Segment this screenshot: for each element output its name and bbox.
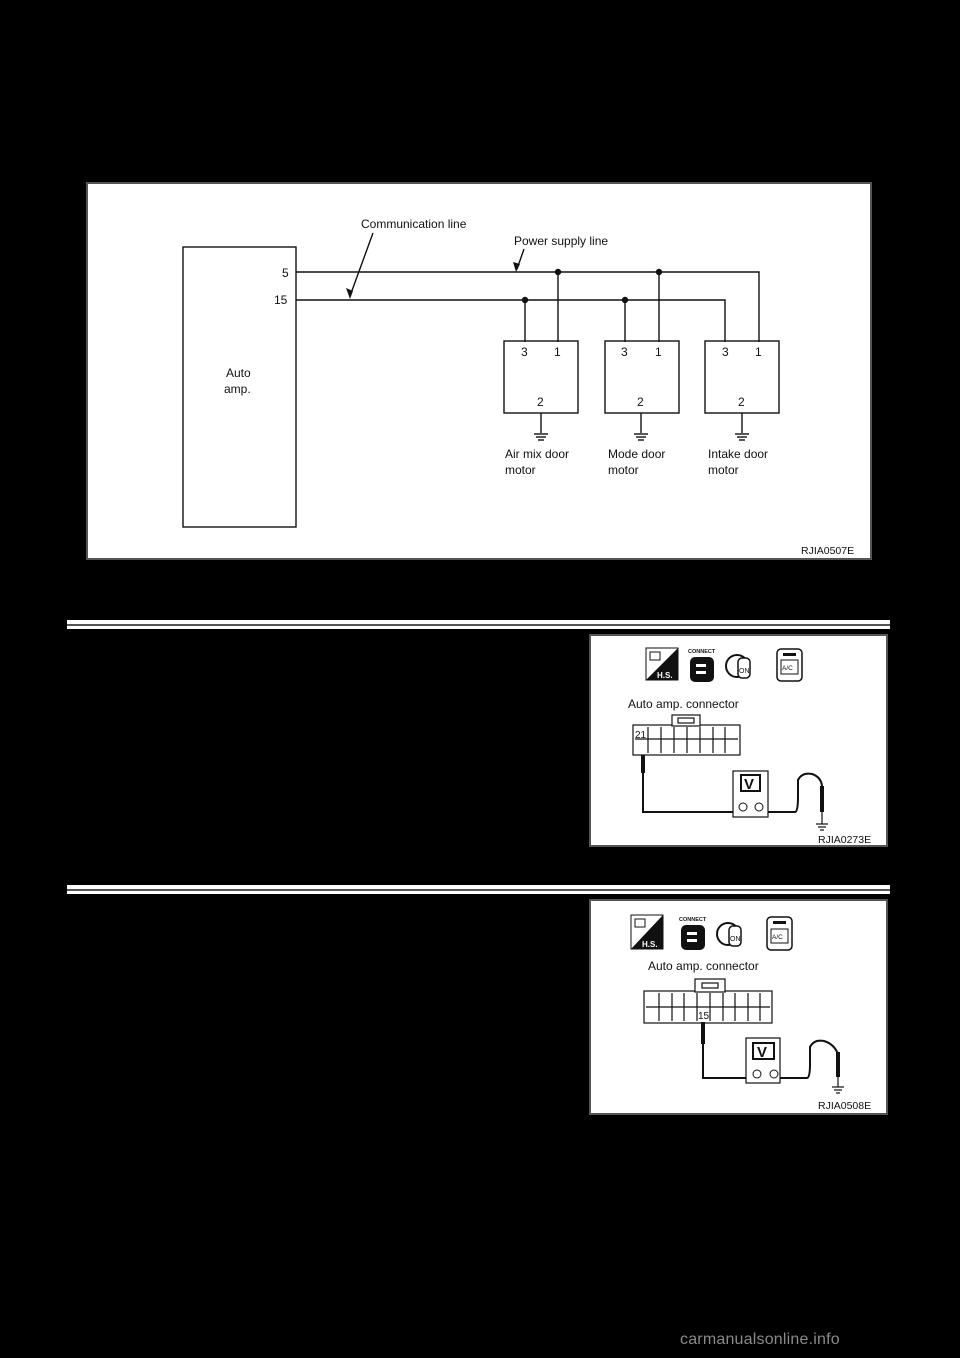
svg-text:CONNECT: CONNECT	[688, 649, 716, 655]
figure-id: RJIA0508E	[818, 1100, 871, 1112]
auto-amp-connector	[643, 978, 844, 1094]
auto-amp-connector	[632, 714, 828, 831]
svg-text:A/C: A/C	[772, 934, 783, 941]
svg-text:2: 2	[738, 395, 745, 409]
svg-text:1: 1	[755, 345, 762, 359]
voltage-check-figure-15: H.S. CONNECT ON A/C Auto amp. connector	[589, 899, 888, 1115]
power-supply-line-label: Power supply line	[514, 234, 608, 248]
ac-switch-icon: A/C	[766, 916, 793, 951]
auto-amp-label-1: Auto	[226, 366, 251, 380]
harness-disconnect-icon: H.S.	[645, 647, 679, 681]
connector-label: Auto amp. connector	[628, 697, 739, 711]
svg-text:ON: ON	[730, 936, 741, 943]
connect-icon: CONNECT	[679, 917, 707, 950]
ignition-on-icon: ON	[716, 922, 742, 947]
terminal-5-label: 5	[282, 266, 289, 280]
svg-text:ON: ON	[739, 668, 750, 675]
connector-label: Auto amp. connector	[648, 959, 759, 973]
svg-text:H.S.: H.S.	[642, 940, 658, 949]
auto-amp-label-2: amp.	[224, 382, 251, 396]
communication-line-label: Communication line	[361, 217, 467, 231]
svg-text:3: 3	[521, 345, 528, 359]
voltmeter-label: V	[757, 1044, 767, 1061]
ac-switch-icon: A/C	[776, 648, 803, 682]
watermark-link[interactable]: carmanualsonline.info	[680, 1331, 840, 1348]
svg-text:motor: motor	[708, 463, 739, 477]
figure-id: RJIA0273E	[818, 834, 871, 846]
svg-text:1: 1	[554, 345, 561, 359]
section-divider	[67, 885, 890, 894]
terminal-number: 15	[698, 1011, 710, 1022]
auto-amp-box	[182, 246, 297, 528]
voltmeter-label: V	[744, 776, 754, 793]
terminal-number: 21	[635, 730, 647, 741]
figure-id: RJIA0507E	[801, 545, 854, 557]
svg-text:1: 1	[655, 345, 662, 359]
svg-text:motor: motor	[505, 463, 536, 477]
section-divider	[67, 620, 890, 629]
svg-text:CONNECT: CONNECT	[679, 917, 707, 923]
wiring-diagram: Communication line Power supply line 5 1…	[182, 217, 854, 557]
svg-text:H.S.: H.S.	[657, 671, 673, 680]
svg-text:3: 3	[722, 345, 729, 359]
intake-door-motor-label: Intake door	[708, 447, 768, 461]
air-mix-door-motor-label: Air mix door	[505, 447, 569, 461]
svg-text:2: 2	[537, 395, 544, 409]
wiring-diagram-panel: Communication line Power supply line 5 1…	[86, 182, 872, 560]
harness-disconnect-icon: H.S.	[630, 914, 664, 950]
connect-icon: CONNECT	[688, 649, 716, 682]
svg-text:3: 3	[621, 345, 628, 359]
svg-text:motor: motor	[608, 463, 639, 477]
svg-text:2: 2	[637, 395, 644, 409]
terminal-15-label: 15	[274, 293, 288, 307]
mode-door-motor-label: Mode door	[608, 447, 665, 461]
svg-text:A/C: A/C	[782, 665, 793, 672]
ignition-on-icon: ON	[725, 654, 751, 679]
voltage-check-figure-21: H.S. CONNECT ON A/C Auto amp. connector	[589, 634, 888, 847]
